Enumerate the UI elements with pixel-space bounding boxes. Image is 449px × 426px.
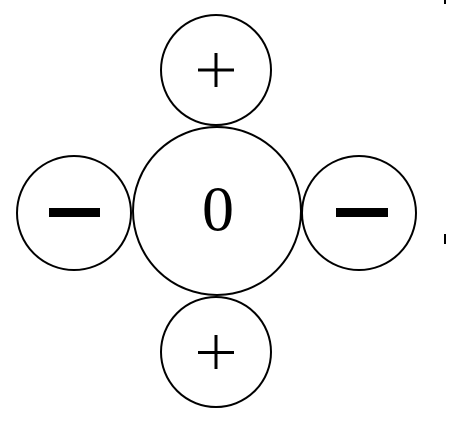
left-charge [16,155,132,271]
right-minus-icon [336,208,388,217]
bottom-plus-icon [198,335,234,369]
center-label: 0 [202,174,234,245]
center-charge: 0 [132,126,302,296]
left-minus-icon [49,208,100,217]
top-charge [160,14,272,126]
center-charge-circle [132,126,302,296]
bottom-charge [160,296,272,408]
top-plus-icon [198,53,234,87]
right-charge [301,155,417,271]
